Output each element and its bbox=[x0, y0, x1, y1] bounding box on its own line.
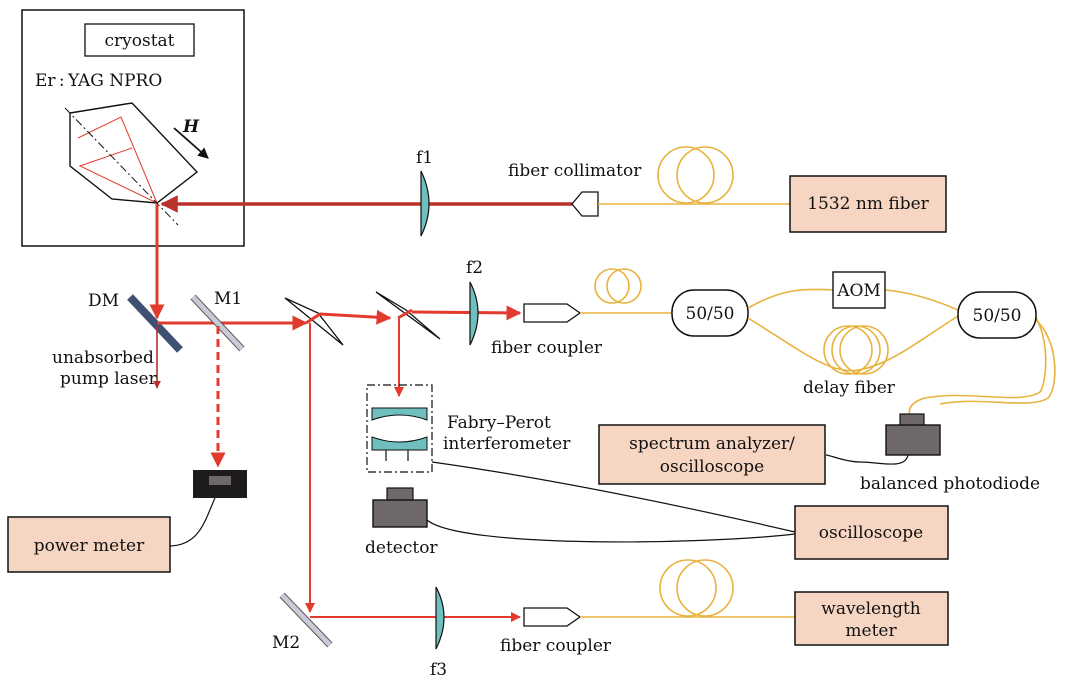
main-beam-4 bbox=[411, 305, 522, 321]
prism-2 bbox=[375, 291, 441, 340]
cryostat-label: cryostat bbox=[104, 31, 174, 51]
fiber-laser-box bbox=[789, 175, 947, 233]
mirror-m2 bbox=[280, 593, 332, 647]
power-meter-box bbox=[7, 516, 171, 573]
dichroic-mirror bbox=[127, 294, 183, 353]
magnetic-field-label: H bbox=[182, 117, 200, 137]
photodiode-cable bbox=[825, 454, 909, 465]
fabry-perot-label-1: Fabry–Perot bbox=[447, 413, 551, 433]
mirror-m1 bbox=[191, 295, 244, 351]
wavelength-meter-label-1: wavelength bbox=[821, 599, 921, 619]
m1-label: M1 bbox=[214, 289, 242, 309]
fiber-collimator bbox=[571, 191, 599, 217]
main-beam-3 bbox=[397, 308, 413, 320]
wavelength-meter-box bbox=[794, 591, 949, 646]
interferometer-fibers bbox=[747, 288, 1056, 417]
fiber-coupler-top bbox=[523, 303, 582, 323]
delay-fiber-label: delay fiber bbox=[803, 378, 896, 398]
fiber-coupler-bottom bbox=[523, 607, 582, 627]
spectrum-analyzer-box bbox=[598, 424, 826, 485]
spectrum-analyzer-label-1: spectrum analyzer/ bbox=[629, 434, 795, 454]
lens-f1-label: f1 bbox=[416, 148, 433, 168]
lens-f2 bbox=[469, 281, 479, 346]
main-beam-2 bbox=[305, 309, 392, 325]
spectrum-analyzer-label-2: oscilloscope bbox=[660, 457, 764, 477]
detector-cable bbox=[426, 519, 796, 543]
detector-cap bbox=[386, 487, 414, 502]
m2-label: M2 bbox=[272, 633, 300, 653]
splitter-left bbox=[671, 289, 749, 337]
splitter-left-label: 50/50 bbox=[686, 304, 735, 324]
prism-1 bbox=[284, 297, 344, 346]
unabsorbed-label-1: unabsorbed bbox=[52, 348, 154, 368]
splitter-right bbox=[957, 291, 1037, 339]
fiber-to-splitter bbox=[580, 268, 672, 314]
cryostat-enclosure: cryostat Er : YAG NPRO H bbox=[21, 9, 245, 247]
power-meter-cable bbox=[169, 497, 216, 547]
oscilloscope-label: oscilloscope bbox=[819, 523, 923, 543]
fabry-perot-mirror-2 bbox=[371, 436, 428, 451]
aom-label: AOM bbox=[836, 281, 881, 301]
fp-cable bbox=[431, 461, 796, 533]
oscilloscope-box bbox=[794, 505, 949, 560]
wavelength-meter-label-2: meter bbox=[845, 621, 897, 641]
cryostat-label-box bbox=[84, 23, 195, 57]
detector-label: detector bbox=[365, 538, 438, 558]
crystal-label: Er : YAG NPRO bbox=[35, 71, 162, 91]
fabry-perot-label-2: interferometer bbox=[443, 434, 571, 454]
balanced-photodiode-label: balanced photodiode bbox=[860, 474, 1040, 494]
fiber-collimator-label: fiber collimator bbox=[508, 161, 642, 181]
balanced-photodiode-cap bbox=[899, 413, 925, 427]
unabsorbed-label-2: pump laser bbox=[60, 369, 158, 389]
dm-label: DM bbox=[88, 291, 119, 311]
fabry-perot-enclosure bbox=[366, 384, 433, 473]
power-meter-head-window bbox=[209, 476, 231, 485]
fiber-laser-label: 1532 nm fiber bbox=[807, 194, 929, 214]
lens-f2-label: f2 bbox=[466, 258, 483, 278]
fabry-perot-mirror-1 bbox=[371, 407, 428, 421]
fiber-coupler-top-label: fiber coupler bbox=[491, 338, 603, 358]
lens-f3 bbox=[435, 586, 445, 650]
splitter-right-label: 50/50 bbox=[973, 306, 1022, 326]
pump-fiber bbox=[598, 146, 790, 205]
detector bbox=[372, 499, 428, 528]
lens-f3-label: f3 bbox=[430, 660, 447, 680]
fiber-to-wavemeter bbox=[580, 559, 795, 618]
magnetic-field-arrow bbox=[173, 127, 209, 159]
npro-crystal bbox=[69, 102, 199, 204]
fiber-coupler-bottom-label: fiber coupler bbox=[500, 636, 612, 656]
balanced-photodiode bbox=[885, 424, 941, 456]
lens-f1 bbox=[420, 170, 430, 237]
power-meter-label: power meter bbox=[34, 536, 145, 556]
crystal-axis bbox=[64, 107, 179, 226]
aom-box bbox=[832, 271, 886, 309]
